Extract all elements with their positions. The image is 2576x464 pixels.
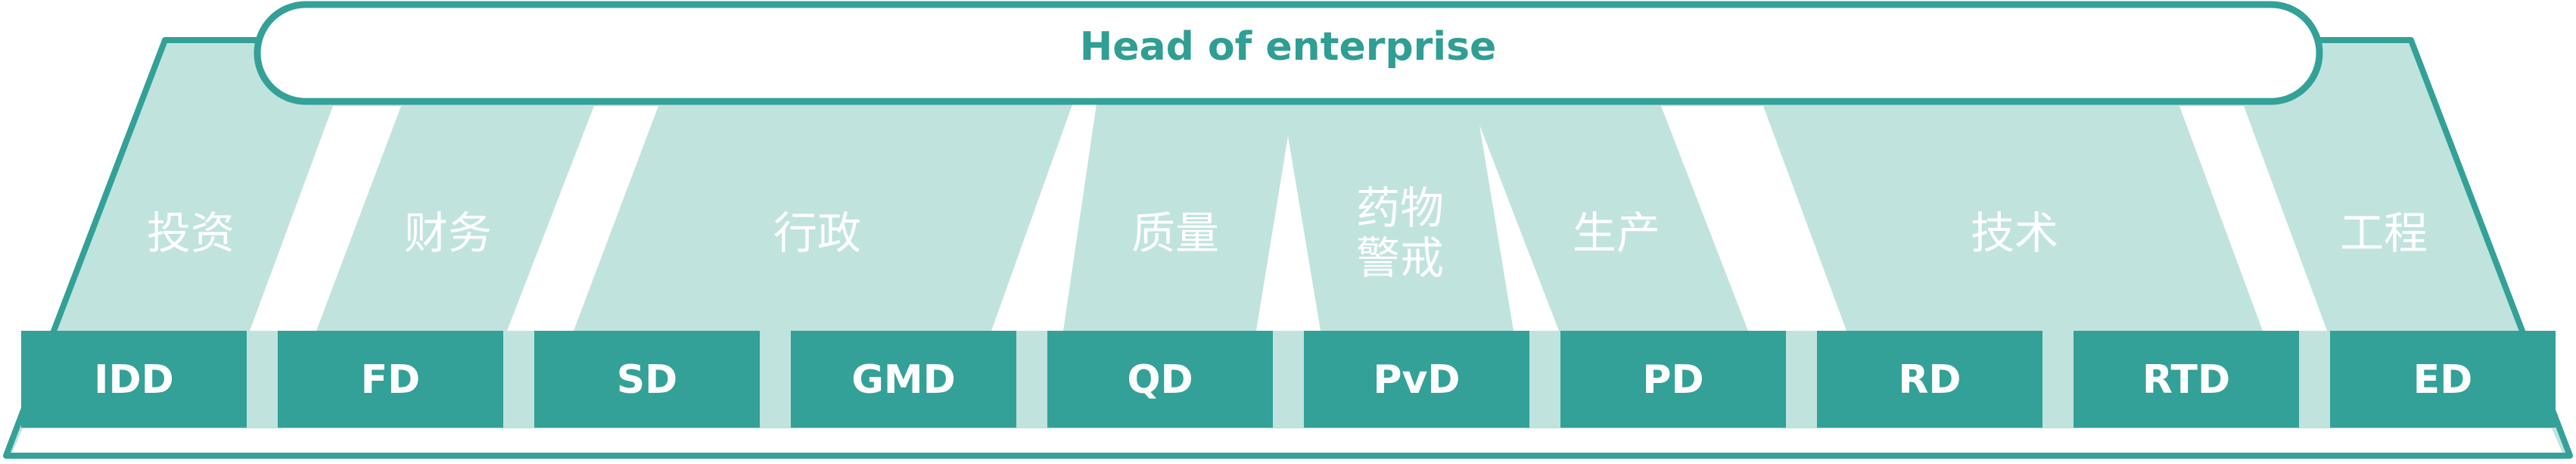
department-label-finance: 财务 [404,207,492,259]
separator [250,106,401,331]
department-code-boxes: IDD FD SD GMD QD PvD PD RD RTD ED [21,331,2556,428]
code-box-pd [1560,331,1786,428]
department-label-engineering: 工程 [2340,207,2428,259]
code-label-qd: QD [1127,357,1193,403]
bottom-strip [12,428,2562,453]
separator [991,98,1097,331]
code-box-rd [1817,331,2042,428]
code-label-sd: SD [617,357,678,403]
code-box-ed [2330,331,2556,428]
code-box-fd [278,331,503,428]
code-label-gmd: GMD [851,357,956,403]
code-box-pvd [1304,331,1529,428]
code-label-pvd: PvD [1373,357,1460,403]
code-box-idd [21,331,247,428]
department-label-administration: 行政 [773,207,861,259]
code-label-pd: PD [1642,357,1703,403]
head-of-enterprise-label: Head of enterprise [1080,24,1497,70]
separator [2179,106,2327,331]
department-label-production: 生产 [1573,207,1660,259]
code-label-rtd: RTD [2142,357,2230,403]
code-label-idd: IDD [94,357,174,403]
separator [1256,136,1321,331]
department-label-pharmacovigilance-line-2: 警戒 [1356,232,1444,284]
code-box-sd [534,331,760,428]
code-label-ed: ED [2413,357,2473,403]
code-label-rd: RD [1898,357,1961,403]
department-label-investment: 投资 [147,207,235,259]
code-label-fd: FD [361,357,421,403]
separator [507,106,658,331]
separator [1479,125,1559,331]
code-box-qd [1047,331,1273,428]
department-label-technology: 技术 [1971,207,2058,259]
panel-separators [250,98,2327,331]
head-of-enterprise-box [254,1,2323,105]
department-label-quality: 质量 [1131,207,1219,259]
department-label-pharmacovigilance-line-1: 药物 [1356,182,1444,234]
code-box-rtd [2074,331,2299,428]
code-box-gmd [791,331,1016,428]
separator [1661,106,1846,331]
